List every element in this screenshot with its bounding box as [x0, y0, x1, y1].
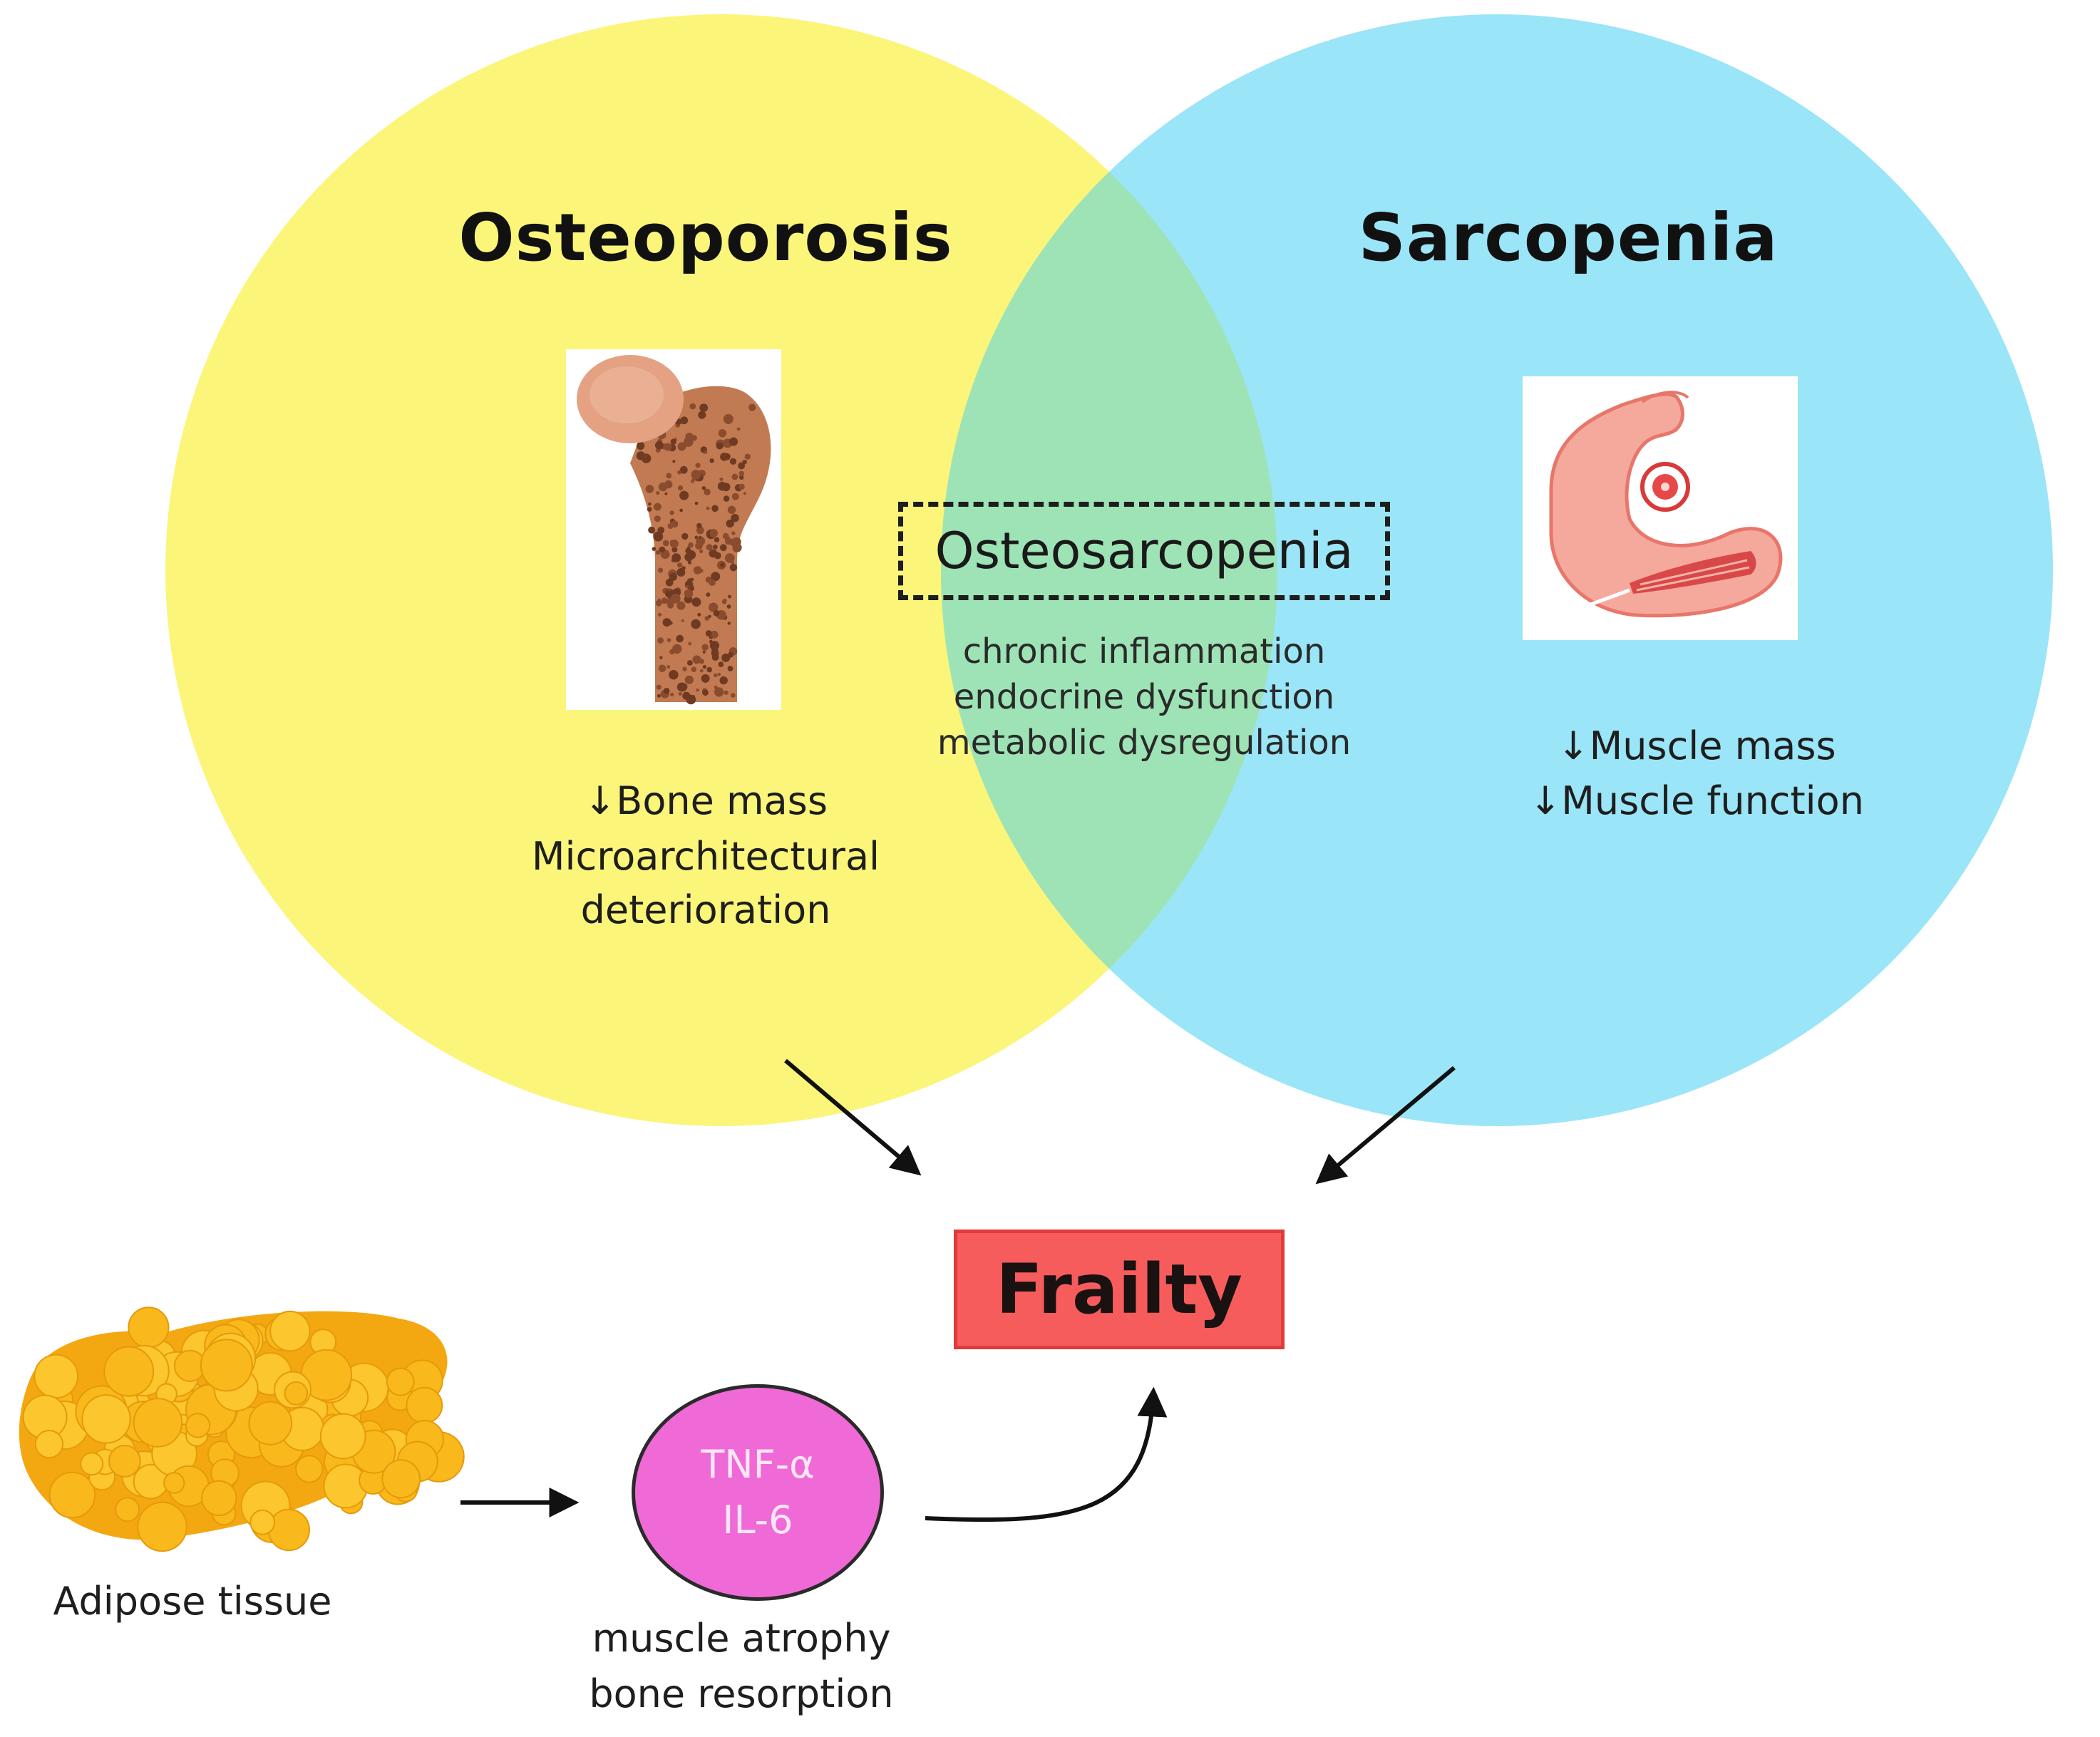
cytokine-tnf-alpha: TNF-α [701, 1442, 815, 1487]
adipose-tissue-label: Adipose tissue [53, 1579, 332, 1624]
mechanism-chronic-inflammation: chronic inflammation [962, 632, 1326, 671]
arrow-osteoporosis-to-frailty [784, 1058, 922, 1176]
osteoporosis-line-deterioration: deterioration [580, 887, 831, 932]
femur-bone-icon [577, 355, 771, 705]
adipose-tissue-icon [19, 1306, 465, 1552]
osteoporosis-title: Osteoporosis [458, 200, 953, 276]
bone-image-panel [566, 349, 781, 710]
sarcopenia-title: Sarcopenia [1358, 200, 1779, 276]
cytokine-circle: TNF-α IL-6 [632, 1384, 884, 1601]
sarcopenia-line-muscle-mass: ↓Muscle mass [1557, 723, 1836, 768]
osteoporosis-line-bone-mass: ↓Bone mass [584, 778, 828, 823]
frailty-box: Frailty [954, 1230, 1285, 1349]
osteoporosis-line-microarchitectural: Microarchitectural [531, 834, 880, 879]
flexed-arm-muscle-icon [1549, 391, 1783, 618]
mechanism-metabolic-dysregulation: metabolic dysregulation [937, 723, 1352, 763]
cytokine-il-6: IL-6 [722, 1498, 793, 1542]
sarcopenia-line-muscle-function: ↓Muscle function [1529, 778, 1864, 823]
osteosarcopenia-label: Osteosarcopenia [935, 522, 1354, 580]
sarcopenia-circle [941, 14, 2053, 1126]
mechanism-endocrine-dysfunction: endocrine dysfunction [953, 677, 1335, 717]
muscle-image-panel [1523, 376, 1798, 640]
osteosarcopenia-box: Osteosarcopenia [898, 502, 1390, 600]
frailty-label: Frailty [996, 1249, 1242, 1329]
arrow-sarcopenia-to-frailty [1315, 1066, 1456, 1185]
arrow-cytokines-to-frailty [925, 1386, 1168, 1522]
effect-bone-resorption: bone resorption [589, 1671, 894, 1716]
effect-muscle-atrophy: muscle atrophy [592, 1616, 891, 1661]
